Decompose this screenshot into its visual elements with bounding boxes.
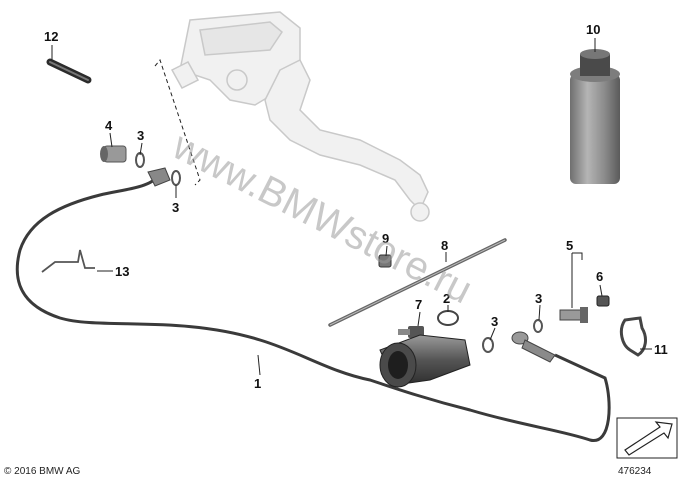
callout-3-c: 3 (491, 314, 498, 329)
part-12-rod (46, 58, 92, 84)
leader-bracket (154, 58, 201, 186)
callout-11: 11 (654, 342, 668, 357)
part-11-clamp (619, 316, 647, 357)
callout-9: 9 (382, 231, 389, 246)
part-3-seal-c (482, 337, 494, 353)
callout-1: 1 (254, 376, 261, 391)
part-3-seal-b (171, 170, 181, 186)
clutch-master-cylinder-ghost (170, 11, 430, 222)
part-9-nut (378, 254, 392, 268)
leader-lines (51, 38, 652, 376)
orientation-arrow-box (616, 417, 678, 459)
copyright-text: © 2016 BMW AG (4, 466, 81, 477)
part-3-seal-a (135, 152, 145, 168)
diagram-number: 476234 (618, 466, 652, 477)
callout-4: 4 (105, 118, 113, 133)
callout-8: 8 (441, 238, 448, 253)
part-6-cap (596, 295, 610, 307)
part-1-clutch-hose (15, 175, 611, 442)
part-8-push-rod (328, 238, 507, 327)
hose-fitting-lower (511, 331, 556, 363)
part-13-clip (41, 249, 95, 273)
callout-3-a: 3 (137, 128, 144, 143)
callout-10: 10 (586, 22, 600, 37)
callout-2: 2 (443, 291, 450, 306)
hose-fitting-top (147, 167, 171, 187)
part-3-seal-d (533, 319, 543, 333)
callout-13: 13 (115, 264, 129, 279)
callout-3-b: 3 (172, 200, 179, 215)
callout-3-d: 3 (535, 291, 542, 306)
orientation-arrow-icon (624, 421, 673, 456)
callout-5: 5 (566, 238, 573, 253)
part-2-slave-cylinder (379, 310, 471, 388)
callout-6: 6 (596, 269, 603, 284)
part-5-bleed-screw (559, 307, 588, 323)
part-4-banjo-bolt (100, 145, 127, 163)
callout-12: 12 (44, 29, 58, 44)
part-10-fluid-cylinder (570, 49, 620, 184)
callout-7: 7 (415, 297, 422, 312)
